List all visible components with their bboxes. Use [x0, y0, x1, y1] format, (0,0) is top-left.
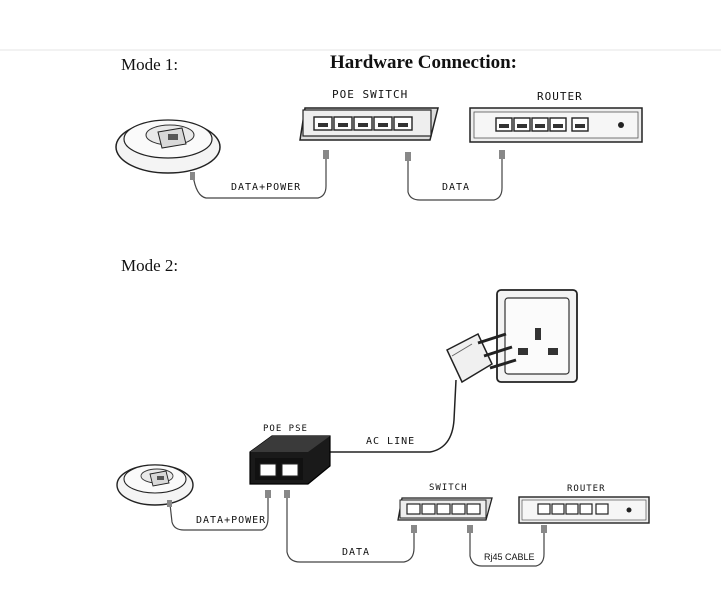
mode2-cable-data-label: DATA [342, 547, 371, 558]
power-plug-icon [446, 332, 517, 384]
mode1-cable-data-label: DATA [442, 182, 471, 193]
mode1-label: Mode 1: [121, 55, 179, 74]
mode2-cable-data-power-label: DATA+POWER [196, 515, 267, 526]
ac-line-cable [326, 379, 457, 453]
mode2-label: Mode 2: [121, 256, 179, 275]
mode1-poe-switch-icon [299, 107, 439, 141]
rj45-cable-label: Rj45 CABLE [484, 552, 535, 562]
mode1-cables [192, 158, 503, 201]
mode2-router-icon [518, 496, 650, 524]
mode1-access-point-icon [115, 119, 221, 174]
mode2-switch-icon [397, 497, 493, 521]
mode2-switch-label: SWITCH [429, 483, 468, 493]
mode1-router-icon [469, 107, 643, 143]
mode1-router-label: ROUTER [537, 90, 583, 103]
mode2-plugs [167, 490, 547, 533]
mode1-cable-data-power-label: DATA+POWER [231, 182, 302, 193]
poe-pse-label: POE PSE [263, 424, 308, 434]
mode2-cables [169, 496, 545, 567]
mode2-router-label: ROUTER [567, 484, 606, 494]
ac-line-label: AC LINE [366, 436, 416, 447]
poe-pse-icon [249, 435, 331, 485]
mode2-access-point-icon [116, 464, 194, 506]
mode1-plugs [190, 150, 505, 180]
mode1-poe-switch-label: POE SWITCH [332, 88, 409, 101]
wall-outlet-icon [496, 289, 578, 383]
page-title: Hardware Connection: [330, 52, 517, 73]
